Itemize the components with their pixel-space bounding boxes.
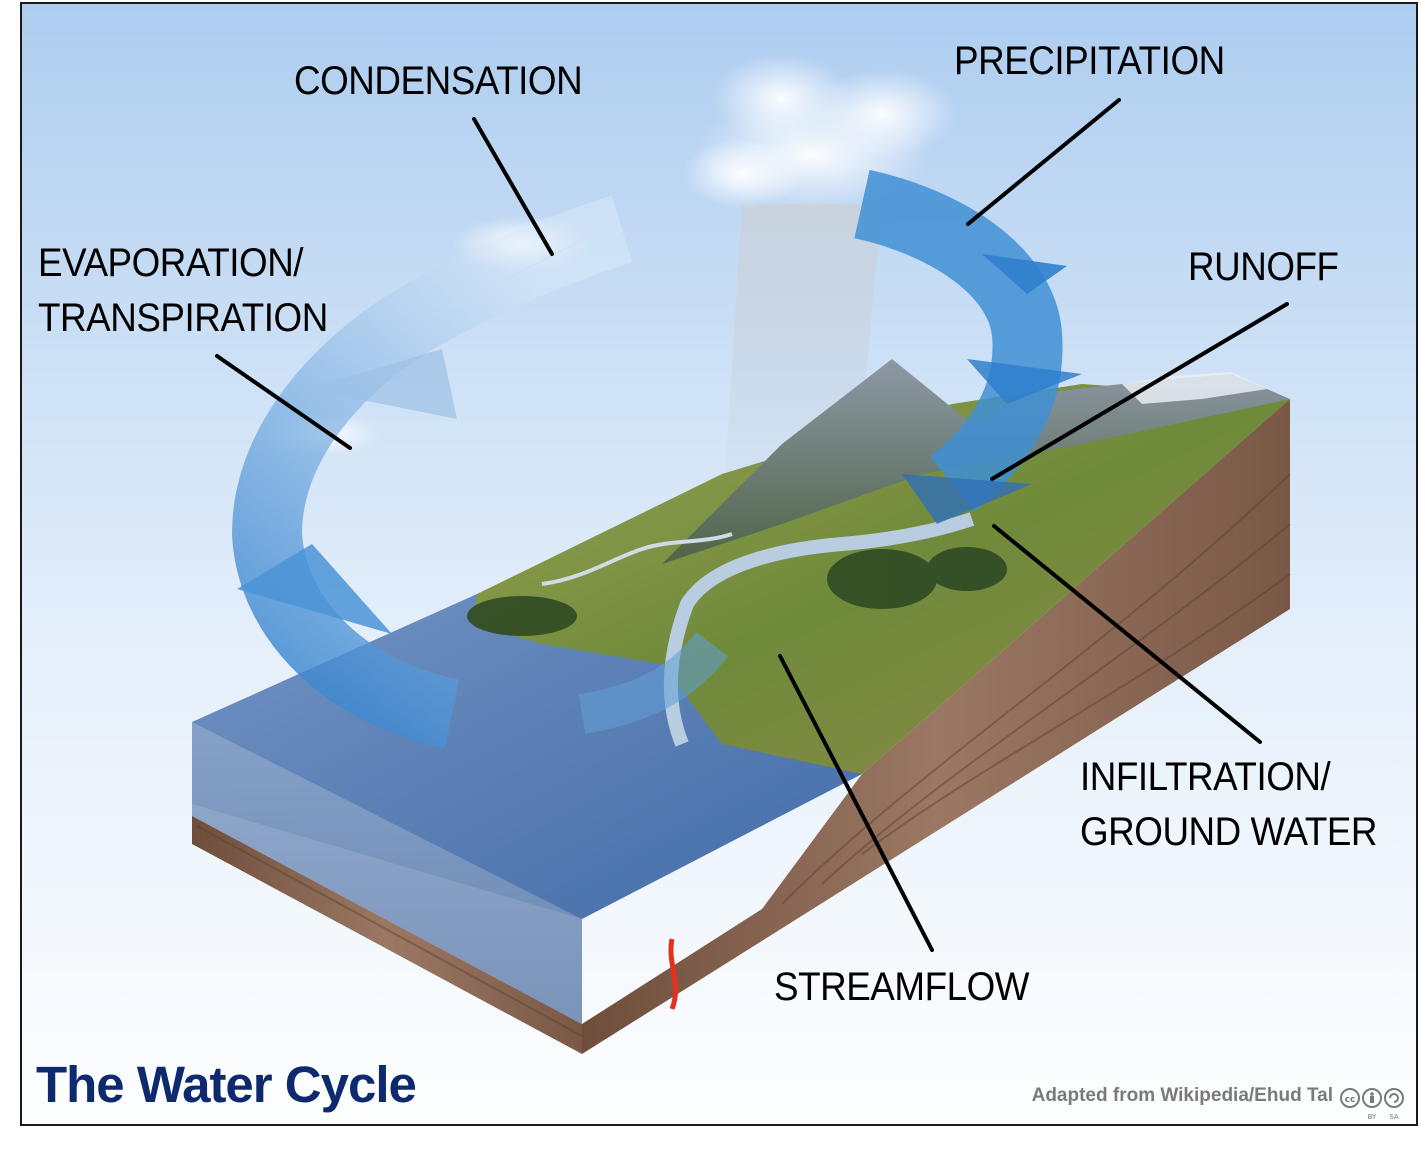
streamflow-text: STREAMFLOW (774, 965, 1030, 1009)
cc-license-icons: cc BY SA (1340, 1088, 1404, 1121)
evaporation-arrowhead-2 (307, 349, 457, 419)
lava-vent (668, 938, 678, 1010)
leader-streamflow (778, 654, 934, 952)
soil-front (192, 816, 582, 1054)
license-sa: SA (1389, 1113, 1399, 1121)
label-precipitation: PRECIPITATION (954, 34, 1225, 89)
label-condensation: CONDENSATION (294, 54, 583, 109)
evaporation-arrowhead-3 (397, 219, 622, 334)
leader-evaporation (215, 354, 352, 450)
diagram-frame: CONDENSATION PRECIPITATION EVAPORATION/ … (20, 2, 1418, 1126)
water-cycle-scene (22, 4, 1416, 1124)
precipitation-text: PRECIPITATION (954, 39, 1225, 83)
precipitation-arrow (853, 169, 1063, 512)
evaporation-arrow (231, 195, 633, 749)
runoff-text: RUNOFF (1188, 245, 1339, 289)
cc-icon (1340, 1088, 1360, 1108)
streamflow-arrow (578, 631, 728, 734)
leader-runoff (990, 302, 1289, 481)
leader-lines (215, 98, 1289, 952)
forest (467, 547, 1007, 636)
soil-strata (196, 473, 1291, 1037)
cc-mark: cc (1345, 1095, 1356, 1105)
evaporation-arrowhead-1 (237, 544, 392, 634)
by-icon (1362, 1088, 1382, 1108)
leader-condensation (472, 117, 554, 256)
infiltration-line-2: GROUND WATER (1080, 810, 1378, 854)
leader-precipitation (966, 98, 1121, 226)
river-meander (541, 532, 733, 586)
precipitation-arrowhead-2 (967, 359, 1082, 404)
sa-icon (1384, 1088, 1404, 1108)
label-streamflow: STREAMFLOW (774, 960, 1030, 1015)
cycle-arrows (231, 169, 1082, 749)
credit-text: Adapted from Wikipedia/Ehud Tal (1031, 1085, 1333, 1106)
evaporation-line-1: EVAPORATION/ (38, 241, 304, 285)
soil-right (582, 399, 1290, 1054)
diagram-title: The Water Cycle (36, 1056, 417, 1113)
ocean-side (192, 722, 582, 1024)
evaporation-line-2: TRANSPIRATION (38, 296, 328, 340)
condensation-text: CONDENSATION (294, 59, 583, 103)
label-runoff: RUNOFF (1188, 240, 1339, 295)
precipitation-arrowhead-3 (902, 474, 1032, 524)
label-infiltration: INFILTRATION/ GROUND WATER (1080, 750, 1378, 860)
label-evaporation: EVAPORATION/ TRANSPIRATION (38, 236, 328, 346)
infiltration-line-1: INFILTRATION/ (1080, 755, 1331, 799)
precipitation-arrowhead-1 (982, 254, 1067, 294)
leader-infiltration (992, 524, 1262, 744)
license-by: BY (1368, 1113, 1377, 1121)
